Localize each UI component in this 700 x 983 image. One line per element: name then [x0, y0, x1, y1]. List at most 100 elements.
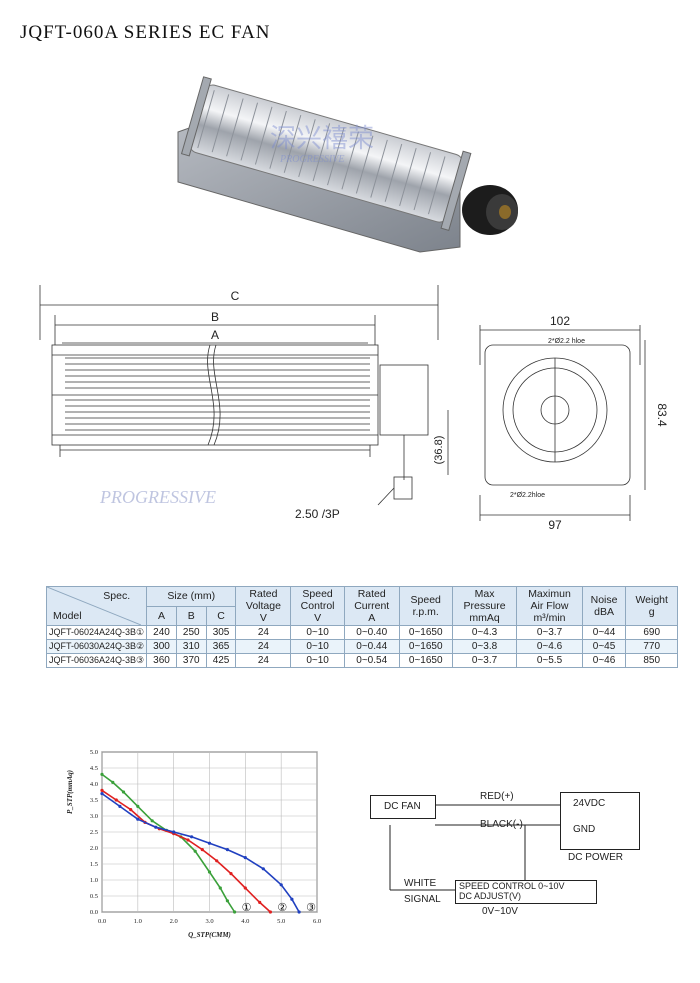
gnd-label: GND — [573, 824, 596, 835]
series-point-3 — [207, 841, 212, 845]
pressure-cell: 0~4.3 — [451, 625, 518, 640]
table-row: JQFT-06030A24Q-3B② 300 310 365 24 0~10 0… — [45, 639, 678, 654]
series-point-1 — [136, 804, 140, 808]
size-c-cell: 425 — [205, 653, 237, 668]
noise-cell: 0~45 — [581, 639, 627, 654]
series-point-2 — [268, 910, 272, 914]
corner-model-label: Model — [53, 610, 82, 622]
corner-spec-label: Spec. — [103, 590, 131, 602]
y-tick-label: 5.0 — [90, 749, 98, 756]
black-wire-label: BLACK(-) — [480, 819, 523, 830]
weight-cell: 690 — [625, 625, 678, 640]
model-cell: JQFT-06024A24Q-3B① — [45, 625, 148, 640]
speed-control-cell: 0~10 — [290, 653, 345, 668]
dc-fan-label: DC FAN — [384, 801, 421, 812]
y-tick-label: 2.0 — [90, 845, 98, 852]
size-b-cell: 370 — [175, 653, 207, 668]
size-c-cell: 305 — [205, 625, 237, 640]
y-tick-label: 3.5 — [90, 797, 98, 804]
airflow-cell: 0~4.6 — [516, 639, 583, 654]
photo-watermark: 深兴禧荣 — [270, 123, 374, 153]
y-tick-label: 1.5 — [90, 861, 98, 868]
curve-label-3: ③ — [306, 902, 316, 914]
dim-height-label: (36.8) — [433, 436, 445, 465]
voltage-cell: 24 — [235, 653, 292, 668]
fan-product-photo: 深兴禧荣 PROGRESSIVE — [177, 76, 518, 253]
noise-cell: 0~44 — [581, 625, 627, 640]
series-point-2 — [129, 808, 133, 812]
size-a-cell: 300 — [146, 639, 177, 654]
size-a-header: A — [146, 605, 177, 626]
series-point-3 — [290, 897, 294, 901]
y-tick-label: 3.0 — [90, 813, 98, 820]
dim-c-label: C — [231, 289, 240, 303]
dim-83-label: 83.4 — [655, 403, 669, 427]
hole-bottom-label: 2*Ø2.2hloe — [510, 492, 545, 499]
wiring-lines — [389, 804, 560, 891]
series-point-3 — [225, 848, 229, 852]
pressure-cell: 0~3.8 — [451, 639, 518, 654]
signal-label: SIGNAL — [404, 894, 441, 905]
speed-cell: 0~1650 — [398, 625, 453, 640]
wiring-diagram: DC FAN RED(+) BLACK(-) 24VDC GND DC POWE… — [360, 780, 660, 920]
series-point-2 — [114, 798, 118, 802]
current-cell: 0~0.54 — [343, 653, 400, 668]
series-point-2 — [186, 838, 190, 842]
dim-b-label: B — [211, 310, 219, 324]
series-point-3 — [100, 792, 104, 796]
corner-diagonal — [47, 587, 141, 625]
size-c-cell: 365 — [205, 639, 237, 654]
curve-label-1: ① — [242, 902, 252, 914]
series-point-1 — [193, 849, 197, 853]
drawing-watermark: PROGRESSIVE — [99, 487, 216, 507]
table-row: JQFT-06024A24Q-3B① 240 250 305 24 0~10 0… — [45, 625, 678, 640]
series-point-3 — [172, 830, 176, 834]
series-point-3 — [279, 883, 283, 887]
x-axis-label: Q_STP(CMM) — [188, 931, 231, 939]
size-a-cell: 360 — [146, 653, 177, 668]
current-cell: 0~0.44 — [343, 639, 400, 654]
white-wire-label: WHITE — [404, 878, 437, 889]
series-point-1 — [150, 819, 154, 823]
table-row: JQFT-06036A24Q-3B③ 360 370 425 24 0~10 0… — [45, 653, 678, 668]
current-cell: 0~0.40 — [343, 625, 400, 640]
page-title: JQFT-060A SERIES EC FAN — [20, 22, 271, 43]
series-point-1 — [207, 870, 212, 874]
dim-97-label: 97 — [548, 518, 562, 530]
y-tick-label: 0.0 — [90, 909, 98, 916]
voltage-range-label: 0V~10V — [482, 906, 518, 917]
series-point-2 — [258, 900, 262, 904]
dimension-drawing: C B A (36.8) 2.50 /3P PROGRESSIVE 102 83… — [39, 285, 669, 530]
size-a-cell: 240 — [146, 625, 177, 640]
series-point-2 — [229, 872, 233, 876]
weight-cell: 770 — [625, 639, 678, 654]
series-point-3 — [190, 835, 194, 839]
model-cell: JQFT-06030A24Q-3B② — [45, 639, 148, 654]
speed-control-cell: 0~10 — [290, 625, 345, 640]
series-point-1 — [100, 772, 104, 776]
pressure-cell: 0~3.7 — [451, 653, 518, 668]
v24-label: 24VDC — [573, 798, 606, 809]
speed-control-box — [455, 880, 597, 904]
weight-cell: 850 — [625, 653, 678, 668]
size-b-cell: 250 — [175, 625, 207, 640]
speed-cell: 0~1650 — [398, 639, 453, 654]
dc-power-label: DC POWER — [568, 852, 623, 863]
y-tick-label: 4.5 — [90, 765, 98, 772]
airflow-cell: 0~3.7 — [516, 625, 583, 640]
series-point-3 — [261, 867, 265, 871]
series-point-2 — [215, 859, 219, 863]
size-c-header: C — [205, 605, 237, 626]
speed-control-cell: 0~10 — [290, 639, 345, 654]
x-tick-label: 4.0 — [241, 918, 249, 925]
photo-watermark-sub: PROGRESSIVE — [279, 154, 344, 165]
voltage-cell: 24 — [235, 639, 292, 654]
